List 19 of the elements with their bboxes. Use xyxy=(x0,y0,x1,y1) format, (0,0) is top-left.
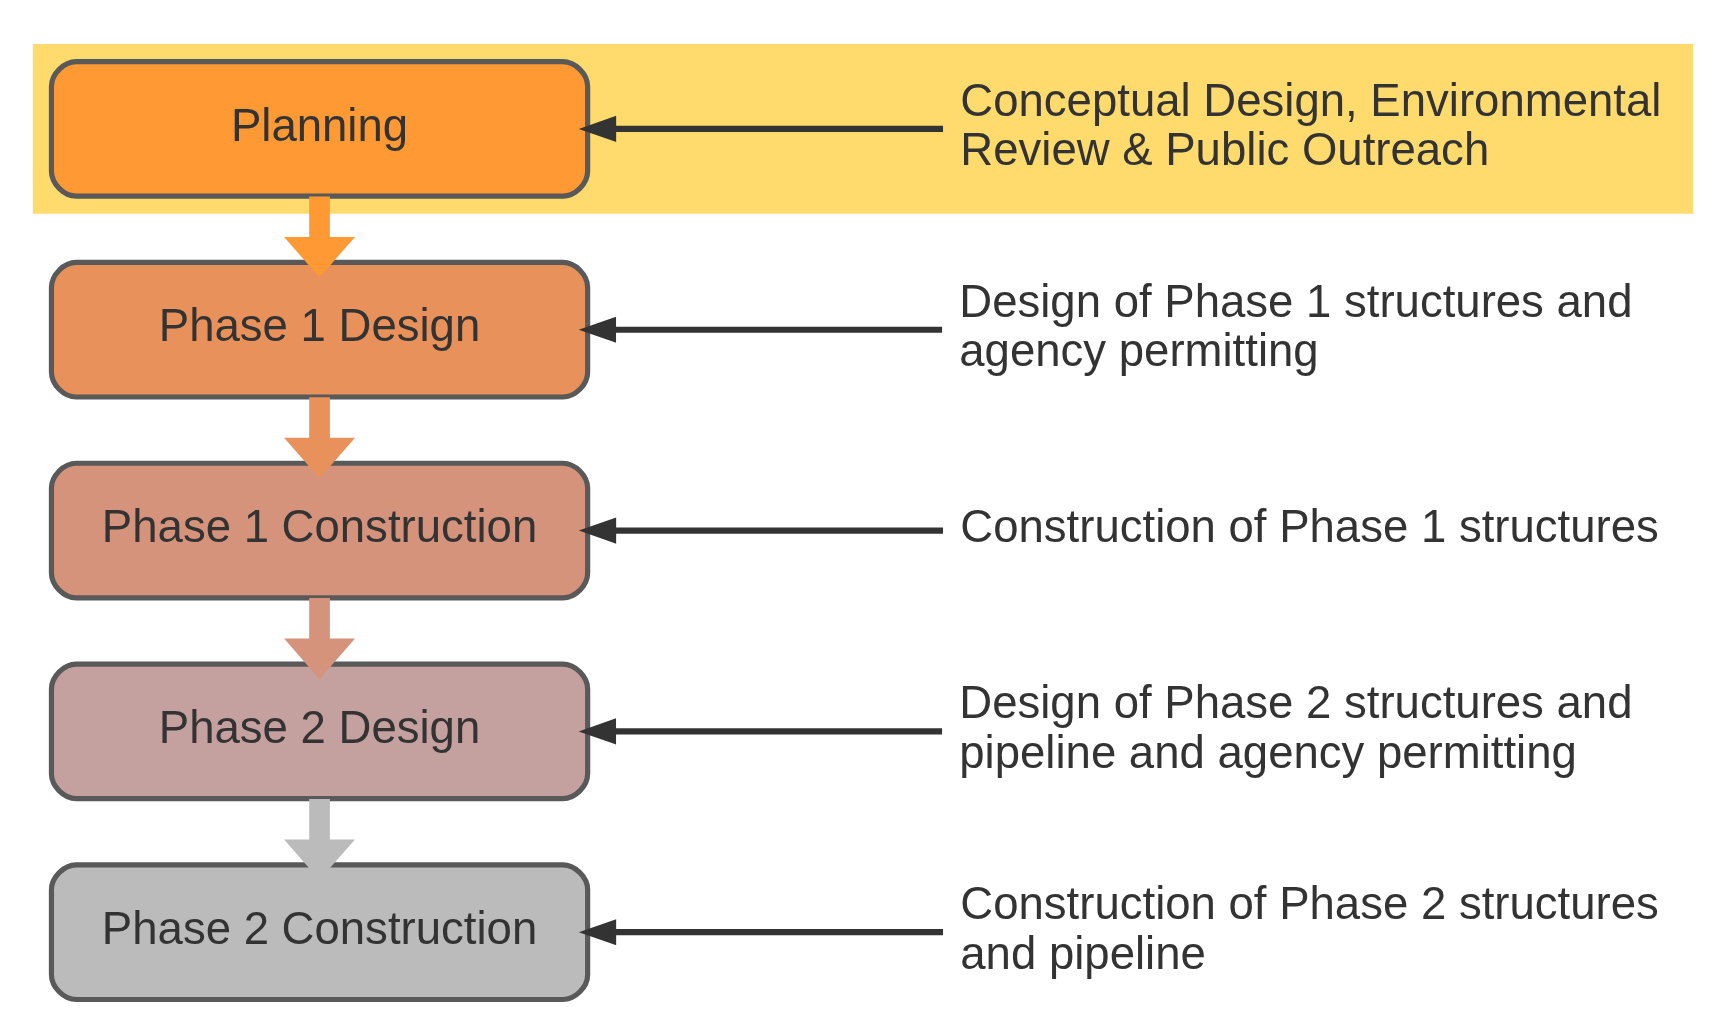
node-box: Phase 1 Construction xyxy=(48,460,590,601)
arrow xyxy=(283,598,355,680)
node-text: Design of Phase 1 structures and agency permitting xyxy=(958,275,1632,377)
node-box: Phase 1 Design xyxy=(48,259,590,400)
node-box: Phase 2 Design xyxy=(48,661,590,802)
node-box: Phase 2 Construction xyxy=(48,862,590,1003)
arrow xyxy=(578,316,942,343)
arrow xyxy=(578,115,943,142)
node-text: Conceptual Design, Environmental Review & Public Outreach xyxy=(959,74,1661,176)
node-text: Construction of Phase 1 structures xyxy=(959,501,1659,553)
arrow xyxy=(578,919,943,946)
arrow xyxy=(283,196,355,278)
node-box: Planning xyxy=(48,59,590,199)
node-text: Design of Phase 2 structures and pipeline and agency permitting xyxy=(958,677,1632,778)
arrow xyxy=(578,517,943,544)
node-text: Construction of Phase 2 structures and pipeline xyxy=(959,877,1659,979)
cluster xyxy=(32,44,1693,214)
arrow xyxy=(283,397,355,479)
arrow xyxy=(578,718,942,745)
